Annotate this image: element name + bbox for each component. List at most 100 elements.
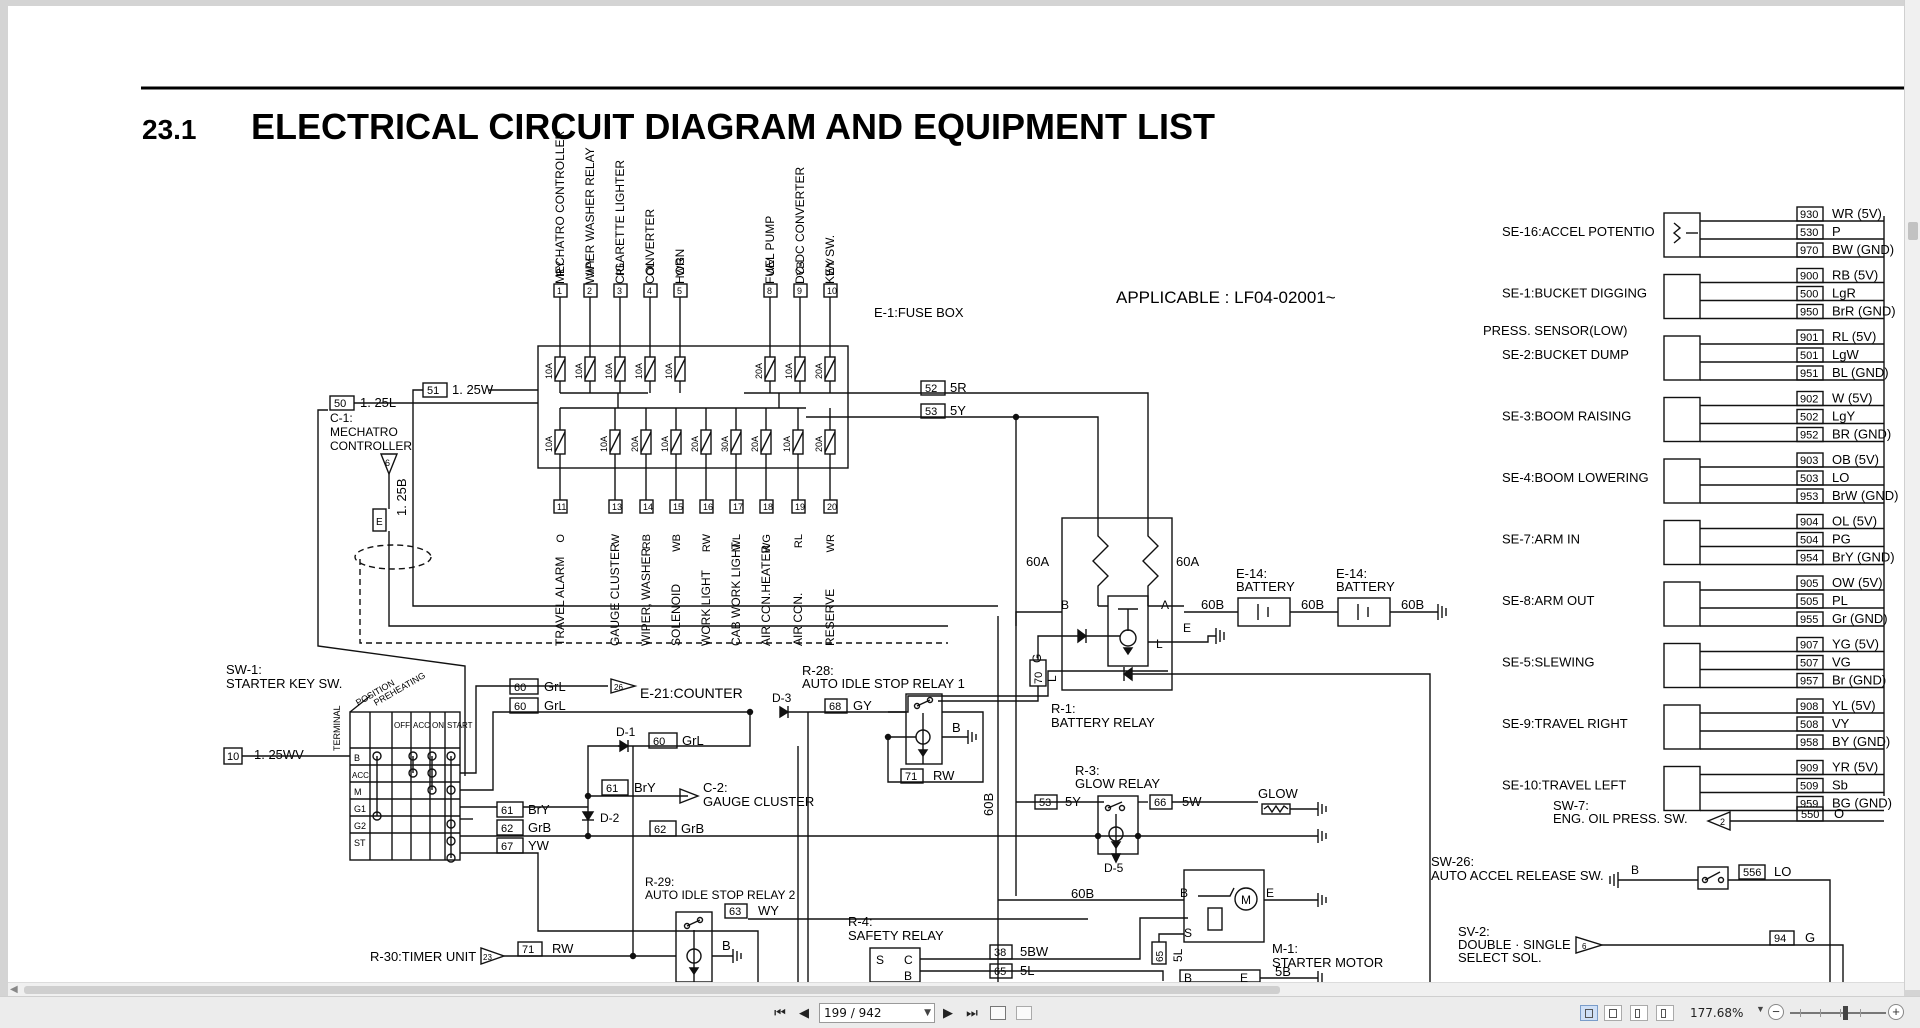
svg-text:SELECT SOL.: SELECT SOL. xyxy=(1458,950,1542,965)
fuse-wire-color: RB xyxy=(641,534,653,549)
sensor-name: SE-4:BOOM LOWERING xyxy=(1502,470,1649,485)
svg-text:5L: 5L xyxy=(1171,948,1185,962)
svg-text:YW: YW xyxy=(528,838,550,853)
sensor-wire-color: BG (GND) xyxy=(1832,796,1892,811)
sensor-wire-number: 900 xyxy=(1800,271,1818,283)
svg-text:OFF: OFF xyxy=(394,721,410,730)
zoom-slider-knob[interactable] xyxy=(1843,1006,1848,1020)
vertical-scroll-thumb[interactable] xyxy=(1908,222,1918,240)
svg-text:E-14:: E-14: xyxy=(1336,566,1367,581)
svg-text:62: 62 xyxy=(501,823,513,835)
svg-text:RW: RW xyxy=(933,768,955,783)
scroll-left-icon[interactable]: ◀ xyxy=(10,984,18,995)
svg-text:R-3:: R-3: xyxy=(1075,763,1100,778)
svg-text:B: B xyxy=(722,938,731,953)
zoom-level[interactable]: 177.68% xyxy=(1690,1006,1744,1020)
page-indicator: 199 / 942 xyxy=(824,1006,882,1020)
chevron-down-icon[interactable]: ▼ xyxy=(924,1008,931,1018)
svg-text:BATTERY RELAY: BATTERY RELAY xyxy=(1051,715,1155,730)
zoom-slider[interactable] xyxy=(1790,1006,1886,1020)
r29-auto-idle-stop-relay-2: R-29: AUTO IDLE STOP RELAY 2 63 WY B R-3… xyxy=(370,746,1088,982)
single-page-view-button[interactable] xyxy=(1580,1005,1598,1021)
svg-text:26: 26 xyxy=(614,683,623,692)
first-page-icon[interactable]: ⏮ xyxy=(774,1005,786,1020)
fuse-label: CAB WORK LIGHT xyxy=(729,541,743,646)
r1-battery-relay: 60A 60A B A L E xyxy=(938,517,1447,982)
zoom-in-button[interactable]: + xyxy=(1888,1004,1904,1020)
continuous-facing-view-button[interactable] xyxy=(1656,1005,1674,1021)
sensor-wire-number: 500 xyxy=(1800,289,1818,301)
svg-text:65: 65 xyxy=(994,966,1006,978)
sw7-engine-oil-pressure-switch: SW-7: ENG. OIL PRESS. SW. 2 550 O xyxy=(1553,798,1884,832)
fuse-number: 8 xyxy=(767,286,772,296)
last-page-icon[interactable]: ⏭ xyxy=(966,1005,978,1020)
sensor-wire-color: BR (GND) xyxy=(1832,427,1891,442)
sensor-wire-color: LgW xyxy=(1832,347,1859,362)
sensor-wire-color: OL (5V) xyxy=(1832,514,1877,529)
svg-text:SW-1:: SW-1: xyxy=(226,662,262,677)
svg-text:2: 2 xyxy=(1720,817,1725,827)
svg-text:60B: 60B xyxy=(1401,597,1424,612)
fuse-wire-color: RW xyxy=(701,533,713,552)
fuse-number: 1 xyxy=(557,286,562,296)
fuse-wire-color: WV xyxy=(825,258,837,276)
svg-text:C-2:: C-2: xyxy=(703,780,728,795)
fuse-wire-color: WL xyxy=(731,534,743,551)
fuse-wire-color: O xyxy=(555,534,567,543)
svg-text:68: 68 xyxy=(829,701,841,713)
page-number-input[interactable]: 199 / 942 ▼ xyxy=(819,1003,935,1023)
document-page[interactable]: 23.1 ELECTRICAL CIRCUIT DIAGRAM AND EQUI… xyxy=(8,6,1904,982)
continuous-view-button[interactable] xyxy=(1604,1005,1622,1021)
svg-text:BrY: BrY xyxy=(634,780,656,795)
svg-text:50: 50 xyxy=(334,398,346,410)
fit-page-icon[interactable] xyxy=(990,1006,1006,1020)
fuse-number: 2 xyxy=(587,286,592,296)
vertical-scrollbar[interactable] xyxy=(1904,0,1920,990)
svg-text:B: B xyxy=(1631,863,1639,877)
svg-text:RW: RW xyxy=(552,941,574,956)
fuse-amperage: 20A xyxy=(630,436,640,452)
facing-view-button[interactable] xyxy=(1630,1005,1648,1021)
fuse-box-title: E-1:FUSE BOX xyxy=(874,305,964,320)
sensor-wire-color: YG (5V) xyxy=(1832,637,1879,652)
svg-text:M: M xyxy=(354,787,362,797)
sensor-wire-number: 901 xyxy=(1800,332,1818,344)
svg-text:ON: ON xyxy=(432,721,444,730)
sensor-wire-number: 955 xyxy=(1800,614,1818,626)
sensor-wire-number: 908 xyxy=(1800,701,1818,713)
horizontal-scrollbar[interactable]: ◀ xyxy=(8,982,1904,996)
svg-text:67: 67 xyxy=(501,841,513,853)
svg-text:61: 61 xyxy=(501,805,513,817)
svg-text:66: 66 xyxy=(1154,797,1166,809)
sensor-wire-number: 970 xyxy=(1800,245,1818,257)
horizontal-scroll-thumb[interactable] xyxy=(24,986,1280,994)
svg-text:L: L xyxy=(1045,675,1059,682)
next-page-icon[interactable]: ▶ xyxy=(943,1005,953,1020)
svg-text:G: G xyxy=(1805,930,1815,945)
previous-page-icon[interactable]: ◀ xyxy=(799,1005,809,1020)
zoom-out-button[interactable]: − xyxy=(1768,1004,1784,1020)
fuse-number: 19 xyxy=(795,502,805,512)
zoom-dropdown-icon[interactable]: ▼ xyxy=(1756,1004,1765,1014)
fuse-amperage: 20A xyxy=(690,436,700,452)
svg-text:ENG. OIL PRESS. SW.: ENG. OIL PRESS. SW. xyxy=(1553,811,1688,826)
fit-width-icon[interactable] xyxy=(1016,1006,1032,1020)
fuse-label: TRAVEL ALARM xyxy=(553,557,567,646)
sensor-name: SE-9:TRAVEL RIGHT xyxy=(1502,716,1628,731)
svg-text:S: S xyxy=(876,953,884,967)
svg-text:BATTERY: BATTERY xyxy=(1236,579,1295,594)
sensor-wire-color: VG xyxy=(1832,655,1851,670)
svg-text:SW-7:: SW-7: xyxy=(1553,798,1589,813)
fuse-number: 15 xyxy=(673,502,683,512)
fuse-label: WORK LIGHT xyxy=(699,569,713,646)
svg-text:5R: 5R xyxy=(950,380,967,395)
svg-text:B: B xyxy=(1180,886,1188,900)
svg-text:ACC: ACC xyxy=(413,721,430,730)
svg-text:D-1: D-1 xyxy=(616,725,636,739)
svg-text:WY: WY xyxy=(758,903,779,918)
